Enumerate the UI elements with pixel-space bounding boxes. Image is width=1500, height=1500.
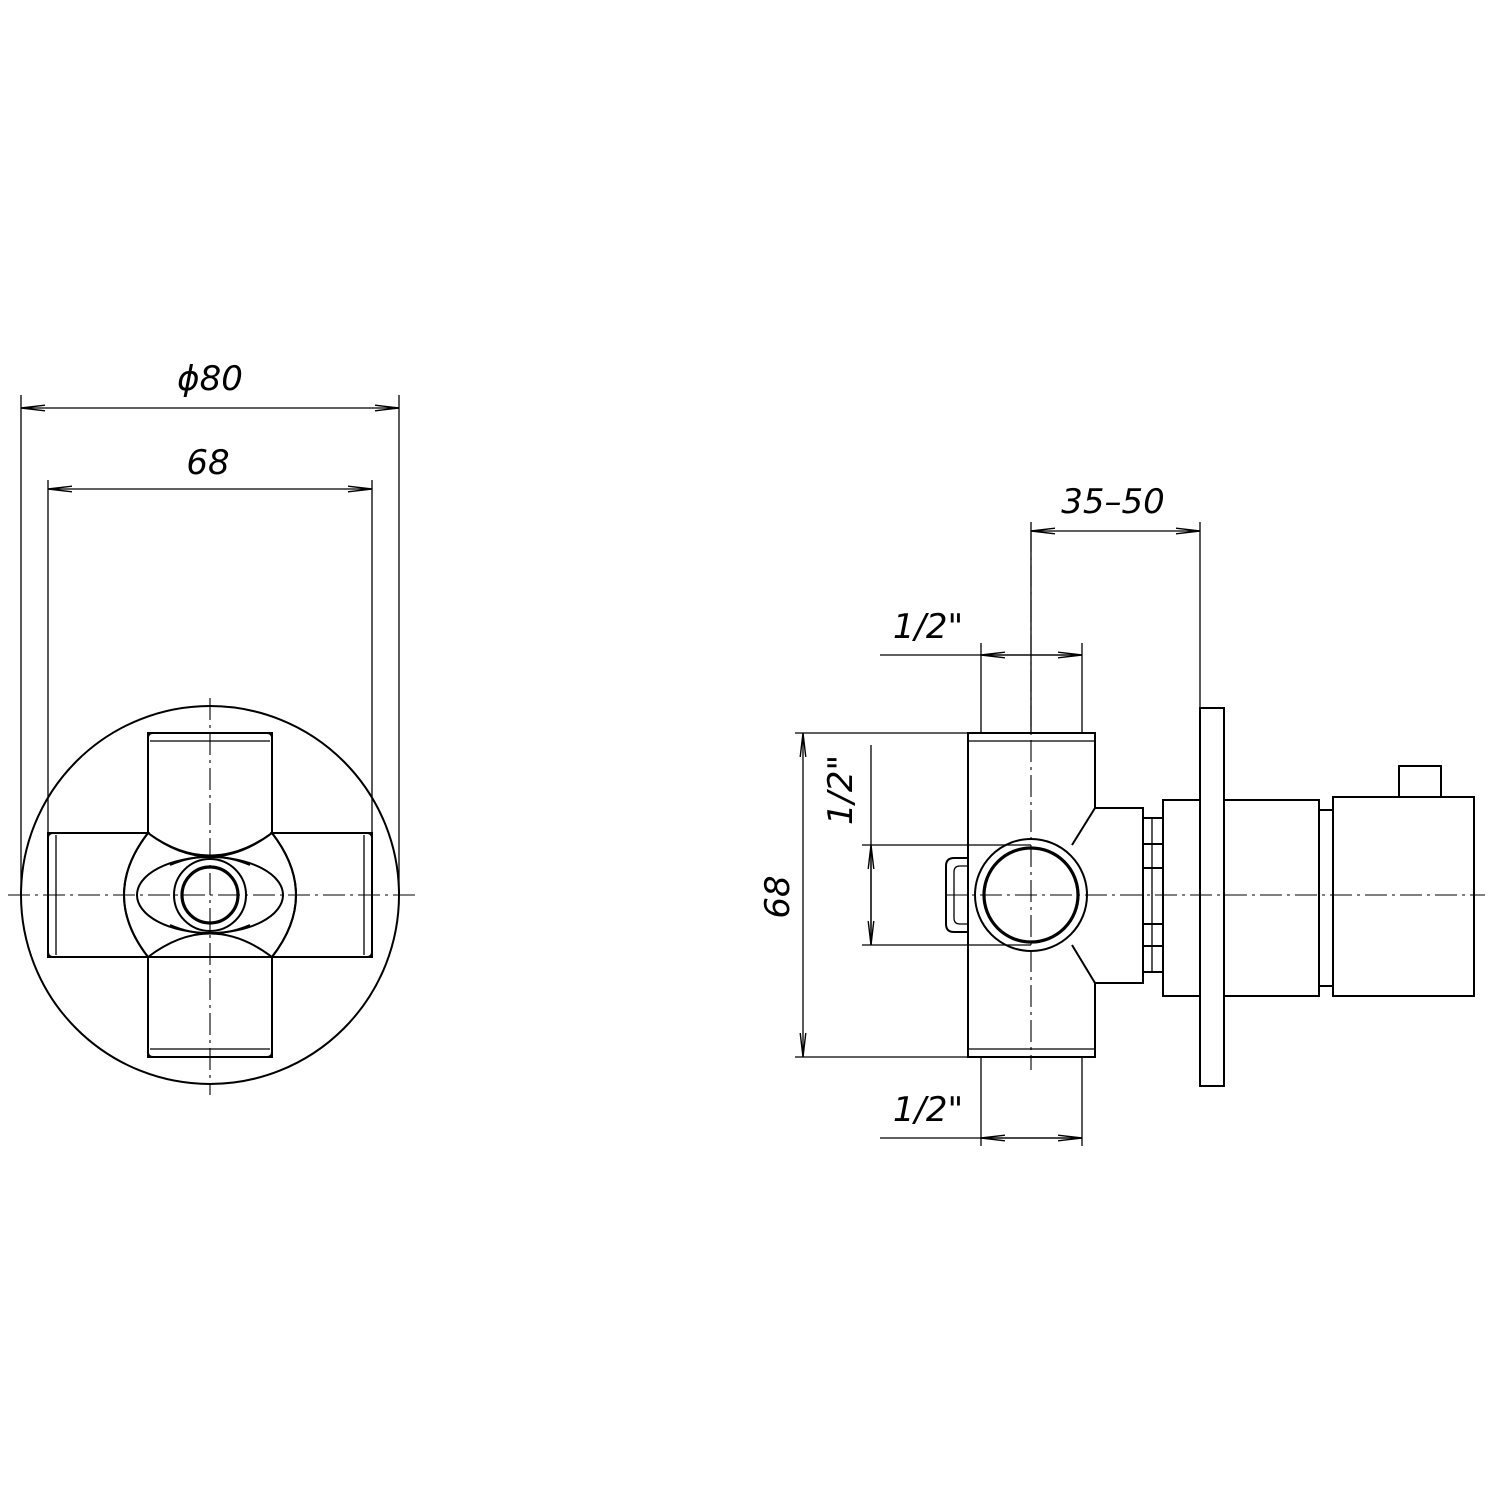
hub-outer-ring [173,858,247,932]
handle-top-arm [147,732,273,858]
dim-label-top-port: 1/2" [893,607,963,647]
wall-plate [1199,707,1225,1087]
handle-left-arm [47,832,151,958]
hub-top-arc [169,855,251,866]
dim-label-bottom-port: 1/2" [893,1090,963,1130]
handle-right-arm [269,832,373,958]
body-top-taper [1071,807,1096,846]
body-side-lug [945,857,968,933]
port-outer-circle [974,838,1088,952]
valve-body-outline [967,732,1144,1058]
front-view: ϕ80 68 [8,359,420,1095]
hub-bottom-arc [169,924,251,935]
sleeve-front [1223,799,1320,997]
hub-inner-ring [180,865,240,925]
handle-bottom-arm [147,932,273,1058]
handle-knob [1332,796,1475,997]
stem-collar-bottom [1142,945,1164,973]
sleeve-rear [1162,799,1201,997]
stem-collar-top [1142,817,1164,845]
dim-label-diameter: ϕ80 [177,359,243,399]
sleeve-neck [1318,809,1334,987]
dim-label-height: 68 [758,875,798,918]
body-bottom-taper [1071,944,1096,984]
side-view: 35–50 1/2" 1/2" 68 1/2" [758,482,1485,1146]
port-inner-circle [982,846,1080,944]
dim-label-vertical-port: 1/2" [821,755,861,825]
cross-handle-outline [47,732,373,1058]
stem-collar-mid [1142,867,1164,925]
dim-label-handle-span: 68 [186,443,229,483]
handle-pin [1398,765,1442,798]
dim-label-depth: 35–50 [1061,482,1165,522]
